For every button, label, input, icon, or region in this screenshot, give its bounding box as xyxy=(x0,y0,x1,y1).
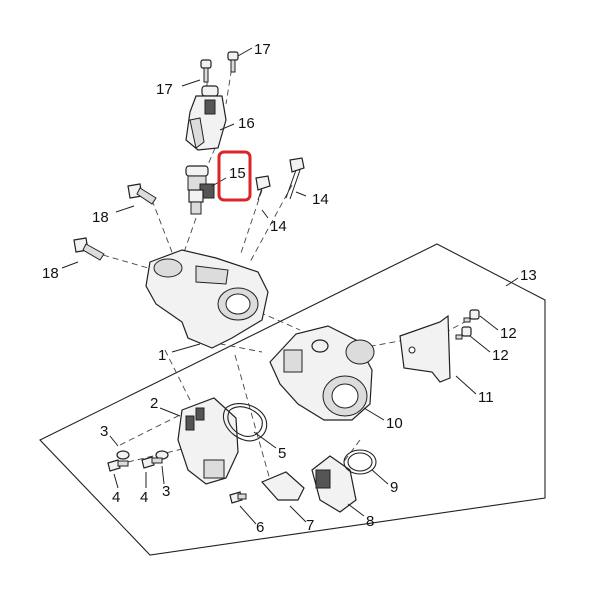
callout-11: 11 xyxy=(478,389,494,406)
bolt-18-lower xyxy=(73,237,105,261)
callout-7: 7 xyxy=(306,517,314,534)
o-ring-9 xyxy=(343,449,377,475)
callout-18-upper: 18 xyxy=(92,209,109,226)
bolt-18-upper xyxy=(127,183,157,205)
intake-manifold-1 xyxy=(145,249,269,349)
callout-13: 13 xyxy=(520,267,537,284)
callout-3-lower: 3 xyxy=(162,483,170,500)
screw-12-lower xyxy=(455,326,472,340)
screw-6 xyxy=(229,491,247,504)
callout-10: 10 xyxy=(386,415,403,432)
callout-12-lower: 12 xyxy=(492,347,509,364)
throttle-body-10 xyxy=(269,325,375,421)
callout-17-upper: 17 xyxy=(254,41,271,58)
highlight-box-15 xyxy=(217,150,252,202)
bracket-7 xyxy=(260,471,305,501)
screw-17-left xyxy=(200,59,212,83)
leader-lines xyxy=(61,47,519,525)
sensor-8 xyxy=(311,455,357,513)
screw-4-left xyxy=(107,459,129,472)
callout-18-lower: 18 xyxy=(42,265,59,282)
callout-4-right: 4 xyxy=(140,489,148,506)
callout-5: 5 xyxy=(278,445,286,462)
callout-3-upper: 3 xyxy=(100,423,108,440)
assembly-frame xyxy=(39,243,546,556)
washer-3-left xyxy=(116,450,130,460)
callout-17-lower: 17 xyxy=(156,81,173,98)
bracket-11 xyxy=(399,314,451,383)
callout-2: 2 xyxy=(150,395,158,412)
fuel-rail-16 xyxy=(185,85,227,151)
screw-12-upper xyxy=(463,309,480,323)
fuel-injector-15 xyxy=(185,165,215,215)
callout-9: 9 xyxy=(390,479,398,496)
callout-4-left: 4 xyxy=(112,489,120,506)
callout-6: 6 xyxy=(256,519,264,536)
screw-17-right xyxy=(227,51,239,73)
callout-14-left: 14 xyxy=(270,218,287,235)
sensor-block-2 xyxy=(177,397,239,485)
callout-8: 8 xyxy=(366,513,374,530)
callout-1: 1 xyxy=(158,347,166,364)
bolt-14-long xyxy=(285,157,305,200)
callout-15: 15 xyxy=(229,165,246,182)
bolt-14-short xyxy=(255,175,271,201)
callout-16: 16 xyxy=(238,115,255,132)
screw-4-right xyxy=(141,456,163,469)
callout-14-right: 14 xyxy=(312,191,329,208)
callout-12-upper: 12 xyxy=(500,325,517,342)
